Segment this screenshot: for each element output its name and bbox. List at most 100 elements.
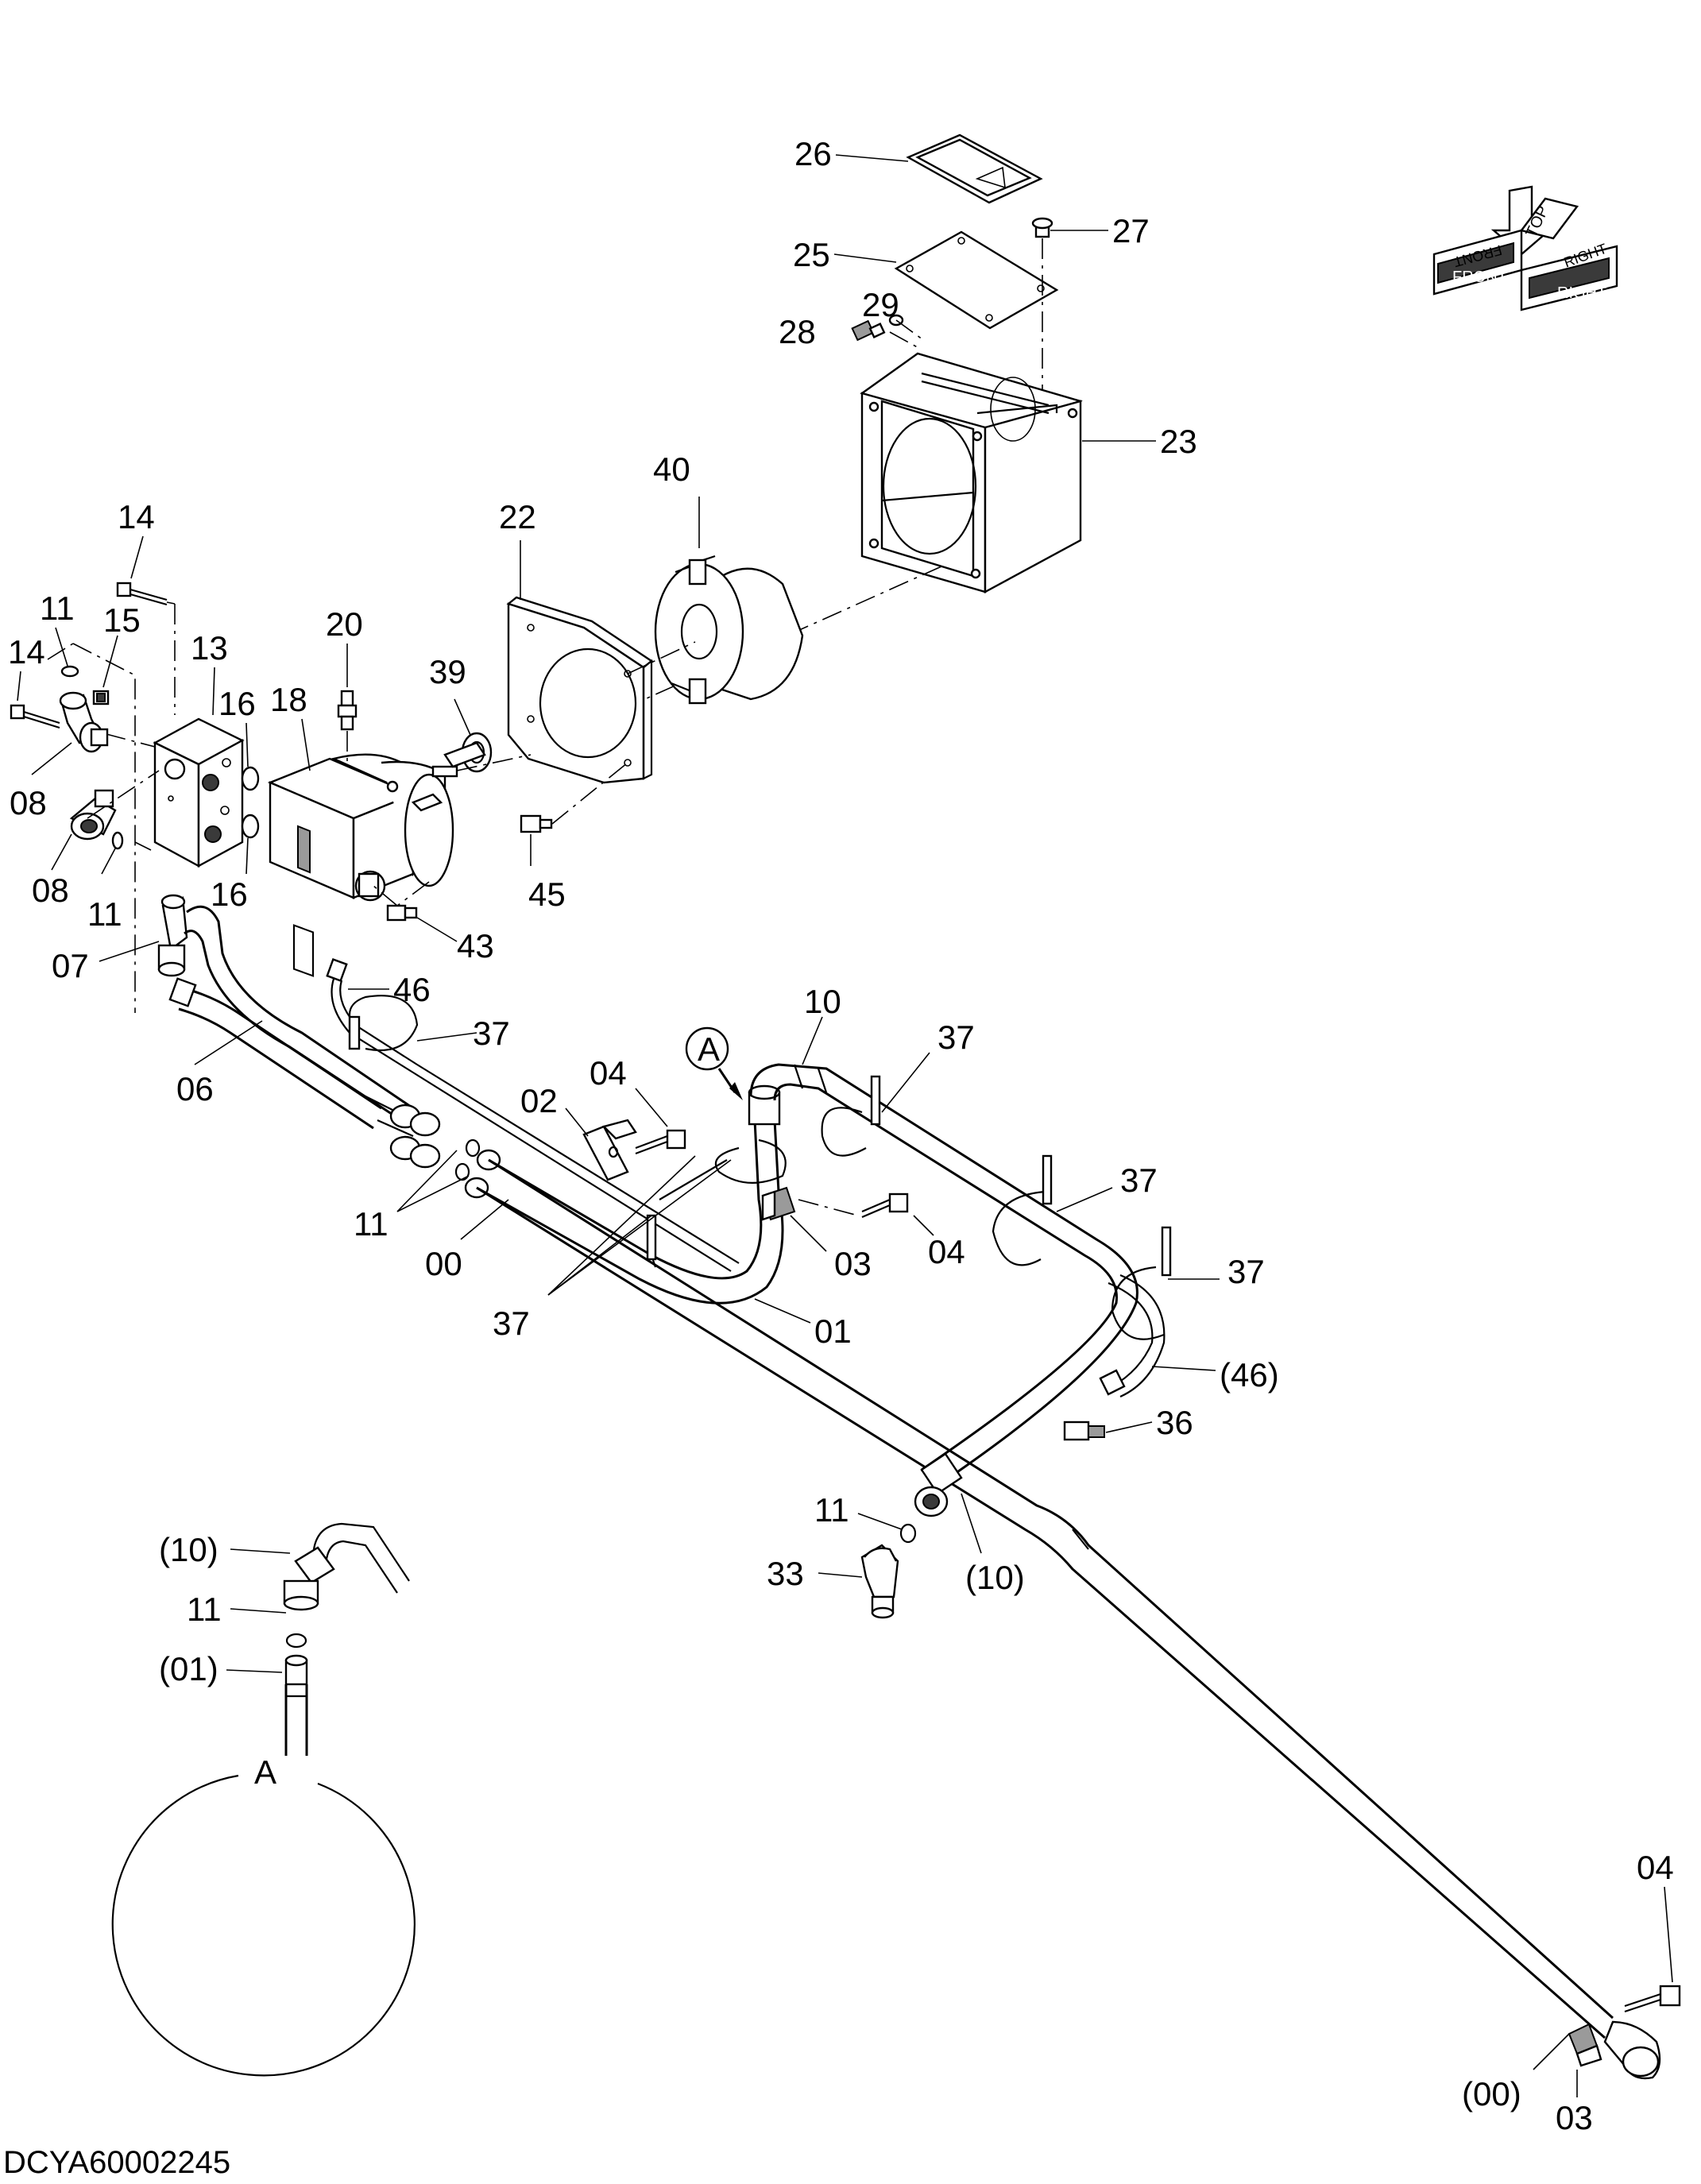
o-ring-16b	[241, 814, 260, 839]
part-labels: 26 27 25 29 28 23 40 22 39 45 14 14 11 1…	[8, 135, 1674, 2136]
part-label-04b: 04	[928, 1233, 965, 1270]
clamp-02	[582, 1119, 637, 1181]
part-label-06: 06	[176, 1070, 214, 1107]
cover-plate-26	[906, 133, 1043, 204]
part-label-29: 29	[862, 286, 899, 323]
bolt-45	[520, 814, 553, 833]
part-label-08a: 08	[10, 784, 47, 821]
part-label-04a: 04	[590, 1054, 627, 1092]
part-label-37c: 37	[493, 1305, 530, 1342]
detail-label-11: 11	[187, 1591, 222, 1628]
part-label-03a: 03	[834, 1245, 872, 1282]
part-label-13: 13	[191, 629, 228, 667]
elbow-33	[860, 1544, 899, 1619]
part-label-33: 33	[767, 1555, 804, 1592]
part-label-16b: 16	[211, 876, 248, 913]
plug-36	[1063, 1421, 1105, 1441]
part-label-16a: 16	[218, 685, 256, 722]
part-label-02: 02	[520, 1082, 558, 1119]
cable-tie-37b	[821, 1075, 881, 1157]
bolt-04a	[635, 1129, 686, 1155]
part-label-37a: 37	[473, 1015, 510, 1052]
pump-18	[267, 741, 486, 977]
bolt-27	[1031, 217, 1053, 238]
part-label-14b: 14	[8, 633, 45, 671]
hose-46-cont	[412, 1064, 1166, 1398]
part-label-11d: 11	[814, 1491, 849, 1529]
part-label-07: 07	[52, 947, 89, 984]
part-label-37b: 37	[937, 1019, 975, 1056]
hose-06	[168, 905, 414, 1138]
part-label-46: 46	[393, 971, 431, 1008]
part-label-08b: 08	[32, 872, 69, 909]
detail-label-01: (01)	[159, 1650, 218, 1687]
part-label-39: 39	[429, 653, 466, 690]
bolt-28	[851, 319, 886, 342]
part-label-00b: (00)	[1462, 2075, 1521, 2112]
o-ring-16a	[241, 766, 260, 791]
part-label-00: 00	[425, 1245, 462, 1282]
detail-view-name: A	[254, 1753, 276, 1791]
part-label-04c: 04	[1637, 1849, 1674, 1886]
o-ring-11b	[111, 831, 124, 850]
detail-callout-letter: A	[698, 1030, 720, 1068]
part-label-20: 20	[326, 605, 363, 643]
part-label-15: 15	[103, 601, 141, 639]
clip-03b	[1568, 2023, 1602, 2067]
part-label-10b: (10)	[965, 1559, 1025, 1596]
orientation-right-label: RIGHT	[1557, 284, 1606, 302]
bolt-14b	[10, 704, 60, 729]
plug-15	[92, 690, 110, 705]
coupling-40	[654, 555, 804, 705]
bolt-04b	[861, 1193, 909, 1219]
manifold-13	[153, 717, 245, 868]
bolt-43	[386, 904, 418, 922]
part-label-11c: 11	[354, 1205, 389, 1243]
detail-label-10: (10)	[159, 1531, 218, 1568]
hose-couplers	[389, 1104, 501, 1199]
cable-tie-37a	[348, 995, 419, 1052]
detail-view-a	[111, 1522, 416, 2077]
hose-10	[749, 1063, 1139, 1517]
part-label-14a: 14	[118, 498, 155, 535]
detail-callout-a	[685, 1026, 743, 1100]
cable-tie-37-lower	[646, 1214, 657, 1268]
bolt-14a	[116, 582, 168, 606]
cable-tie-37d	[992, 1154, 1053, 1266]
o-ring-11d	[899, 1523, 917, 1544]
fitting-20	[337, 690, 358, 731]
part-label-18: 18	[270, 681, 307, 718]
part-label-43: 43	[457, 927, 494, 964]
part-label-23: 23	[1160, 423, 1197, 460]
part-label-10: 10	[804, 983, 841, 1020]
part-label-11b: 11	[87, 895, 122, 933]
part-label-37e: 37	[1227, 1253, 1265, 1290]
part-label-25: 25	[793, 236, 830, 273]
bolt-04c	[1624, 1985, 1681, 2013]
part-label-46b: (46)	[1220, 1356, 1279, 1394]
drawing-code: DCYA60002245	[3, 2145, 231, 2180]
elbow-07	[157, 894, 188, 977]
cable-tie-37e	[1111, 1226, 1172, 1340]
o-ring-11a	[60, 665, 79, 678]
part-label-37d: 37	[1120, 1162, 1158, 1199]
part-label-40: 40	[653, 450, 690, 488]
part-label-27: 27	[1112, 212, 1150, 249]
elbow-08a	[59, 691, 109, 753]
clip-03a	[761, 1186, 796, 1221]
part-label-01: 01	[814, 1312, 852, 1350]
part-label-45: 45	[528, 876, 566, 913]
part-label-36: 36	[1156, 1404, 1193, 1441]
orientation-front-label: FRONT	[1452, 269, 1507, 286]
part-label-28: 28	[779, 313, 816, 350]
cable-tie-37c	[659, 1138, 787, 1200]
flange-22	[506, 596, 654, 784]
orientation-indicator: TOP FRONT FRONT RIGHT RIGHT	[1432, 185, 1618, 311]
part-label-11a: 11	[40, 589, 75, 627]
part-label-26: 26	[794, 135, 832, 172]
pipe-00	[476, 1158, 1661, 2080]
housing-23	[860, 352, 1083, 594]
gasket-25	[894, 230, 1059, 330]
part-label-22: 22	[499, 498, 536, 535]
